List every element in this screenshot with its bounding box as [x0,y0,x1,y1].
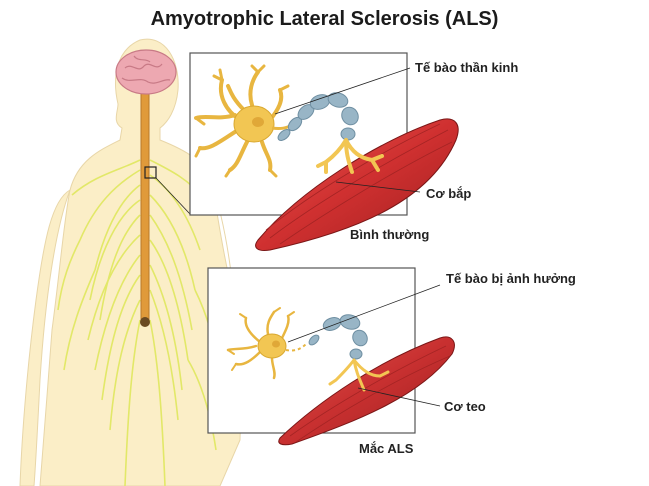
normal-neuron-label: Tế bào thần kinh [415,60,519,75]
als-neuron [226,307,295,380]
normal-caption: Bình thường [350,227,430,242]
als-panel-frame [207,267,416,434]
normal-muscle-label: Cơ bắp [426,186,472,201]
zoom-marker [144,166,157,179]
normal-neuron [194,64,290,178]
als-nerve-terminal [328,358,390,392]
als-caption: Mắc ALS [359,441,414,456]
spinal-cord [140,89,150,326]
left-arm [19,188,71,486]
als-panel [207,267,455,446]
normal-axon [271,92,359,141]
page-title: Amyotrophic Lateral Sclerosis (ALS) [150,8,499,30]
als-axon [285,314,368,360]
brain-icon [115,49,177,95]
normal-nerve-terminal [316,138,384,174]
normal-panel [189,52,459,251]
als-neuron-label: Tế bào bị ảnh hưởng [446,271,576,286]
als-muscle-label: Cơ teo [444,399,486,414]
human-body [19,38,242,486]
